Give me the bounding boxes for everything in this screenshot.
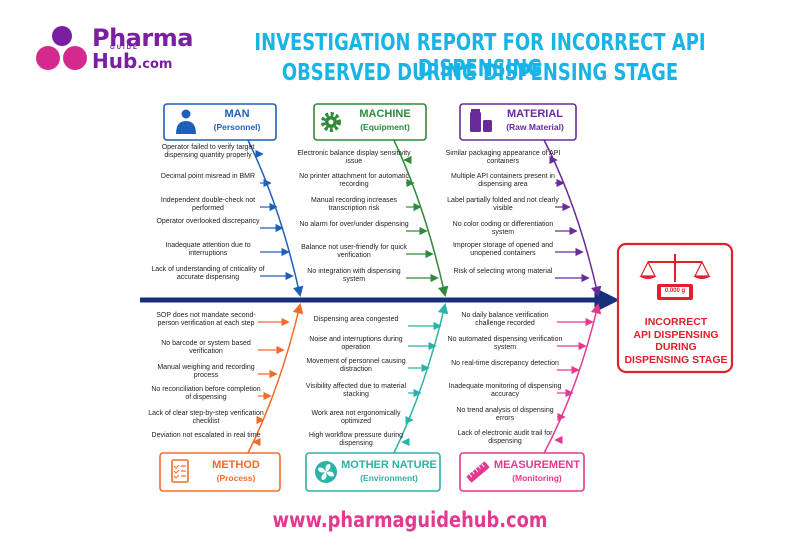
cause-method-5: Lack of clear step-by-step verification … <box>148 410 264 426</box>
page-title-line2: OBSERVED DURING DISPENSING STAGE <box>281 60 679 86</box>
cause-mother-1: Dispensing area congested <box>313 316 399 323</box>
cause-material-6: Risk of selecting wrong material <box>453 268 553 275</box>
cause-method-4: No reconciliation before completion of d… <box>151 386 261 402</box>
cause-measurement-4: Inadequate monitoring of dispensing accu… <box>448 383 562 399</box>
cause-mother-4: Visibility affected due to material stac… <box>305 383 407 399</box>
cause-machine-6: No integration with dispensing system <box>307 268 401 284</box>
cause-mother-2: Noise and interruptions during operation <box>309 336 403 352</box>
category-mother-title: MOTHER NATURE(Environment) <box>341 459 437 483</box>
cause-man-4: Operator overlooked discrepancy <box>156 218 260 225</box>
cause-measurement-2: No automated dispensing verification sys… <box>447 336 563 352</box>
logo-brand-mid: GUIDE <box>110 45 140 51</box>
logo-circles-icon <box>36 26 87 70</box>
brand-logo[interactable]: Pharma GUIDE Hub.com <box>34 24 193 73</box>
balance-scale-icon <box>639 254 711 300</box>
cause-method-1: SOP does not mandate second-person verif… <box>156 312 256 328</box>
cause-machine-4: No alarm for over/under dispensing <box>299 221 409 228</box>
cause-man-3: Independent double-check not performed <box>160 197 256 213</box>
category-measurement-title: MEASUREMENT(Monitoring) <box>493 459 581 483</box>
cause-material-2: Multiple API containers present in dispe… <box>451 173 555 189</box>
cause-machine-2: No printer attachment for automatic reco… <box>299 173 409 189</box>
ruler-icon <box>466 461 490 483</box>
category-material-title: MATERIAL(Raw Material) <box>506 108 564 132</box>
category-machine-title: MACHINE(Equipment) <box>359 108 411 132</box>
footer-website-link[interactable]: www.pharmaguidehub.com <box>272 508 548 532</box>
person-icon <box>176 109 196 134</box>
effect-label: INCORRECT API DISPENSING DURING DISPENSI… <box>624 316 728 366</box>
category-man-title: MAN(Personnel) <box>213 108 261 132</box>
cause-measurement-1: No daily balance verification challenge … <box>461 312 549 328</box>
cause-man-6: Lack of understanding of criticality of … <box>151 266 265 282</box>
logo-brand-bottom: Hub.com <box>92 49 173 73</box>
cause-measurement-3: No real-time discrepancy detection <box>451 360 559 367</box>
fan-icon <box>315 461 337 483</box>
containers-icon <box>470 109 492 132</box>
cause-man-5: Inadequate attention due to interruption… <box>165 242 251 258</box>
cause-machine-3: Manual recording increases transcription… <box>311 197 397 213</box>
cause-method-3: Manual weighing and recording process <box>157 364 255 380</box>
cause-machine-1: Electronic balance display sensitivity i… <box>297 150 411 166</box>
bone-machine <box>391 135 449 298</box>
cause-material-5: Improper storage of opened and unopened … <box>452 242 553 258</box>
box-machine <box>313 103 427 141</box>
cause-method-6: Deviation not escalated in real time <box>151 432 261 439</box>
cause-measurement-5: No trend analysis of dispensing errors <box>456 407 554 423</box>
cause-man-2: Decimal point misread in BMR <box>160 173 256 180</box>
box-measurement <box>459 452 585 492</box>
page-title-line1: INVESTIGATION REPORT FOR INCORRECT API D… <box>254 30 706 82</box>
checklist-icon <box>171 459 189 483</box>
cause-mother-5: Work area not ergonomically optimized <box>311 410 401 426</box>
cause-measurement-6: Lack of electronic audit trail for dispe… <box>457 430 553 446</box>
cause-material-4: No color coding or differentiation syste… <box>452 221 554 237</box>
cause-material-1: Similar packaging appearance of API cont… <box>445 150 561 166</box>
scale-reading: 0.000 g <box>664 288 686 294</box>
box-method <box>159 452 281 492</box>
cause-material-3: Label partially folded and not clearly v… <box>447 197 559 213</box>
cause-man-1: Operator failed to verify target dispens… <box>161 144 255 160</box>
cause-mother-6: High workflow pressure during dispensing <box>308 432 404 448</box>
bone-material <box>541 135 602 298</box>
logo-brand-top: Pharma <box>92 24 193 52</box>
cause-machine-5: Balance not user-friendly for quick veri… <box>301 244 407 260</box>
box-mother <box>305 452 441 492</box>
category-method-title: METHOD(Process) <box>212 459 260 483</box>
gear-icon <box>321 112 341 132</box>
cause-method-2: No barcode or system based verification <box>161 340 251 356</box>
cause-arrows <box>252 149 594 447</box>
cause-mother-3: Movement of personnel causing distractio… <box>306 358 406 374</box>
